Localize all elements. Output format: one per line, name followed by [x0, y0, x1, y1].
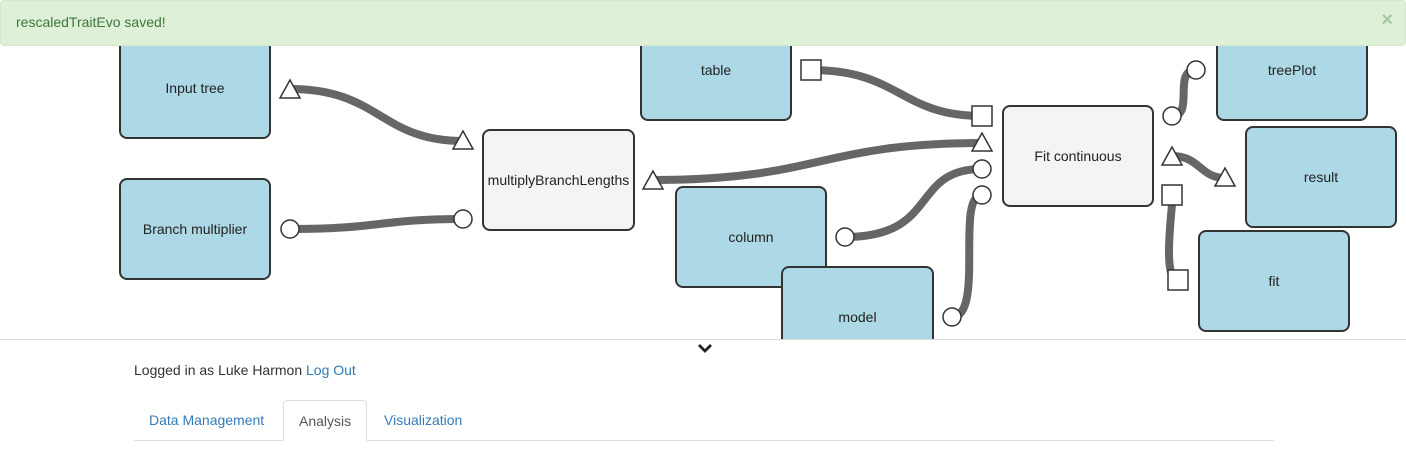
tab-data-management[interactable]: Data Management — [149, 412, 265, 428]
port-circle — [1162, 106, 1182, 126]
wire-table — [807, 66, 986, 120]
port-triangle — [278, 78, 302, 99]
node-fit[interactable]: fit — [1198, 230, 1350, 332]
node-label: Input tree — [165, 80, 225, 96]
port-square — [971, 105, 993, 127]
logout-link[interactable]: Log Out — [306, 362, 356, 378]
port-square — [800, 59, 822, 81]
port-triangle — [451, 129, 475, 150]
port-triangle — [1213, 166, 1237, 187]
alert-message: rescaledTraitEvo saved! — [16, 14, 166, 30]
wire-multiply-output — [649, 139, 986, 184]
port-circle — [972, 159, 992, 179]
node-label: Branch multiplier — [142, 221, 248, 237]
wire-column — [841, 165, 986, 241]
node-model[interactable]: model — [781, 266, 934, 340]
node-multiply-branch-lengths[interactable]: multiplyBranchLengths — [482, 129, 635, 231]
panel-divider — [0, 339, 1406, 340]
port-circle — [280, 219, 300, 239]
workflow-wires — [286, 66, 1229, 321]
node-label: result — [1303, 169, 1339, 185]
node-input-tree[interactable]: Input tree — [119, 37, 271, 139]
port-triangle — [970, 131, 994, 152]
port-circle — [972, 185, 992, 205]
node-label: table — [700, 62, 732, 78]
port-circle — [453, 209, 473, 229]
workflow-canvas[interactable]: Input tree Branch multiplier multiplyBra… — [0, 0, 1406, 340]
node-result[interactable]: result — [1245, 126, 1397, 228]
node-label: model — [838, 309, 877, 325]
port-circle — [1186, 60, 1206, 80]
port-triangle — [1160, 145, 1184, 166]
wire-branch-multiplier — [286, 215, 467, 233]
node-label: fit — [1268, 273, 1280, 289]
success-alert: rescaledTraitEvo saved! × — [0, 0, 1406, 46]
node-branch-multiplier[interactable]: Branch multiplier — [119, 178, 271, 280]
port-triangle — [641, 169, 665, 190]
login-text: Logged in as Luke Harmon — [134, 362, 303, 378]
chevron-down-icon[interactable] — [695, 340, 715, 356]
node-label: treePlot — [1267, 62, 1317, 78]
tab-visualization[interactable]: Visualization — [384, 412, 463, 428]
login-status: Logged in as Luke Harmon Log Out — [134, 362, 356, 378]
tab-analysis[interactable]: Analysis — [283, 400, 368, 441]
port-circle — [835, 227, 855, 247]
workflow-ports[interactable] — [0, 0, 1406, 340]
port-square — [1167, 269, 1189, 291]
wire-result — [1168, 152, 1229, 182]
port-square — [1161, 184, 1183, 206]
port-circle — [942, 307, 962, 327]
node-label: Fit continuous — [1034, 148, 1122, 164]
main-tabs: Data Management Analysis Visualization — [134, 400, 1274, 441]
close-icon[interactable]: × — [1381, 9, 1393, 31]
node-label: multiplyBranchLengths — [487, 172, 630, 188]
node-fit-continuous[interactable]: Fit continuous — [1002, 105, 1154, 207]
node-label: column — [728, 229, 774, 245]
wire-input-tree — [286, 85, 467, 145]
